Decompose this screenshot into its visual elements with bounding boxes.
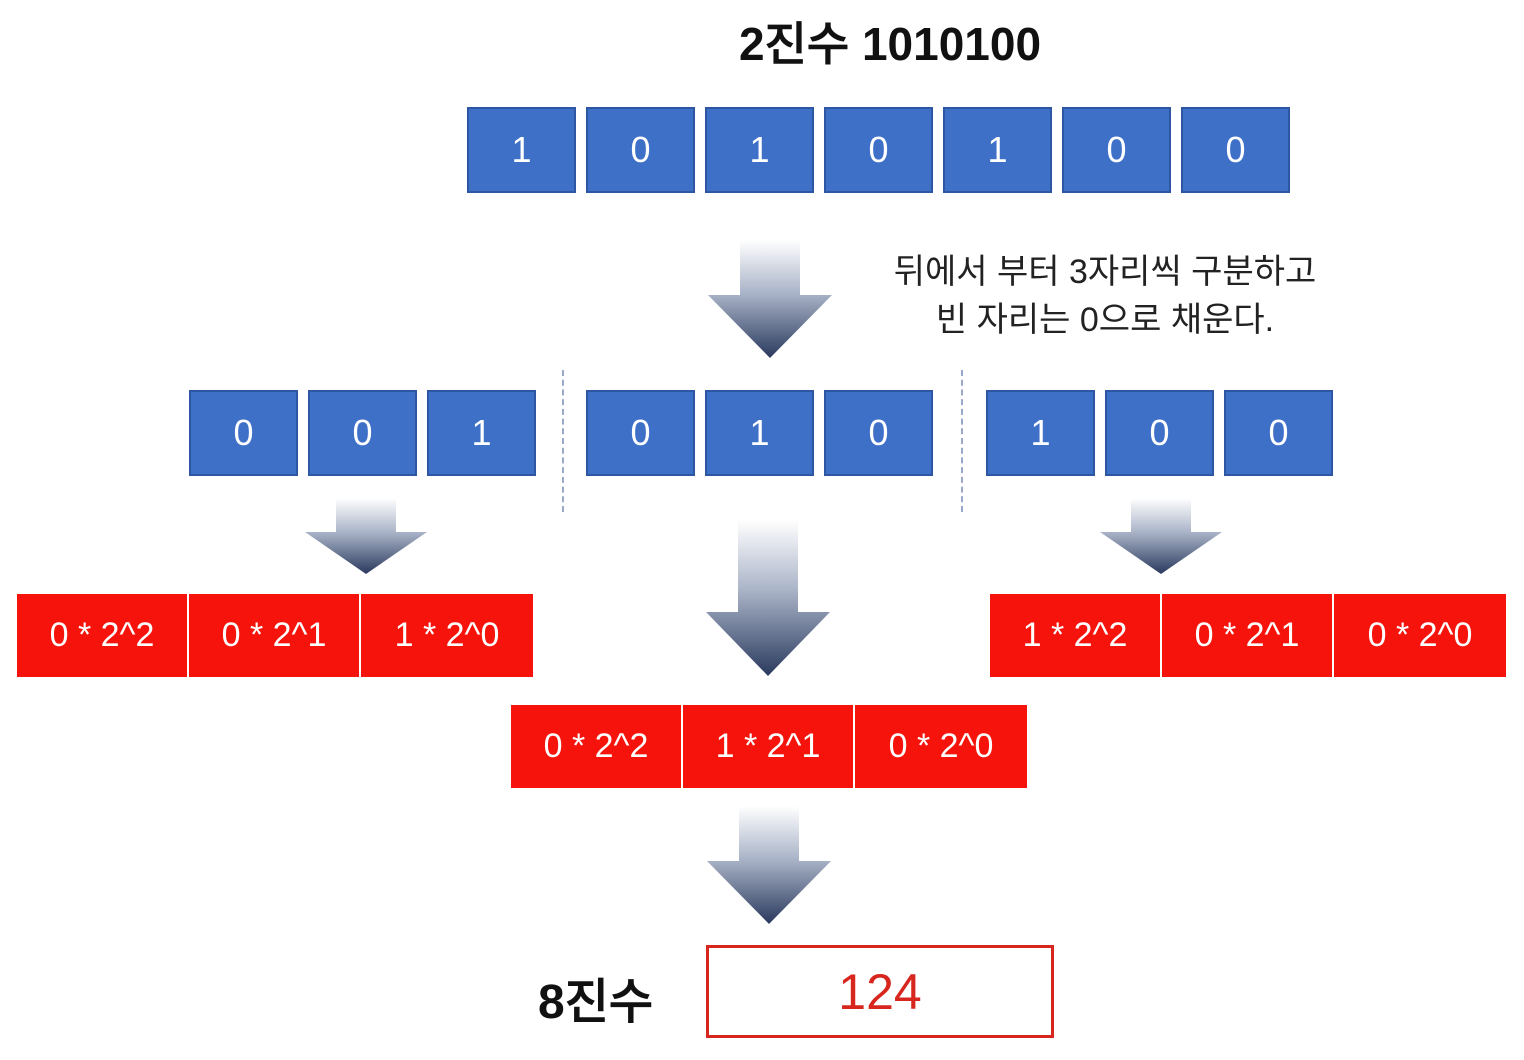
group-bit: 0 [189, 390, 298, 476]
group-bit: 1 [705, 390, 814, 476]
binary-bit: 1 [467, 107, 576, 193]
group-bit: 0 [586, 390, 695, 476]
group-3-bits: 1 0 0 [986, 390, 1333, 476]
group-1-bits: 0 0 1 [189, 390, 536, 476]
down-arrow-icon [1100, 498, 1222, 574]
group-divider [562, 370, 564, 512]
group-2-bits: 0 1 0 [586, 390, 933, 476]
group-bit: 1 [427, 390, 536, 476]
grouping-note-line-2: 빈 자리는 0으로 채운다. [935, 301, 1275, 339]
group-bit: 1 [986, 390, 1095, 476]
grouping-note-line-1: 뒤에서 부터 3자리씩 구분하고 [893, 253, 1317, 291]
group-1-terms: 0 * 2^2 0 * 2^1 1 * 2^0 [17, 594, 533, 677]
binary-bit: 1 [943, 107, 1052, 193]
grouping-note: 뒤에서 부터 3자리씩 구분하고 빈 자리는 0으로 채운다. [840, 248, 1370, 344]
group-2-terms: 0 * 2^2 1 * 2^1 0 * 2^0 [511, 705, 1027, 788]
binary-bit-row: 1 0 1 0 1 0 0 [467, 107, 1290, 193]
octal-result-box: 124 [706, 945, 1054, 1038]
group-bit: 0 [824, 390, 933, 476]
group-bit: 0 [1105, 390, 1214, 476]
power-term: 0 * 2^2 [511, 705, 683, 788]
power-term: 0 * 2^2 [17, 594, 189, 677]
binary-bit: 0 [824, 107, 933, 193]
octal-result-value: 124 [838, 963, 922, 1020]
binary-bit: 0 [1062, 107, 1171, 193]
power-term: 1 * 2^1 [683, 705, 855, 788]
power-term: 0 * 2^1 [1162, 594, 1334, 677]
diagram-title: 2진수 1010100 [738, 18, 1042, 70]
down-arrow-icon [305, 498, 427, 574]
power-term: 1 * 2^0 [361, 594, 533, 677]
power-term: 0 * 2^1 [189, 594, 361, 677]
octal-label: 8진수 [538, 976, 654, 1029]
binary-bit: 1 [705, 107, 814, 193]
group-bit: 0 [1224, 390, 1333, 476]
power-term: 1 * 2^2 [990, 594, 1162, 677]
binary-bit: 0 [586, 107, 695, 193]
down-arrow-icon [706, 520, 830, 676]
group-divider [961, 370, 963, 512]
power-term: 0 * 2^0 [855, 705, 1027, 788]
power-term: 0 * 2^0 [1334, 594, 1506, 677]
down-arrow-icon [707, 806, 831, 924]
group-bit: 0 [308, 390, 417, 476]
group-3-terms: 1 * 2^2 0 * 2^1 0 * 2^0 [990, 594, 1506, 677]
binary-bit: 0 [1181, 107, 1290, 193]
down-arrow-icon [708, 240, 832, 358]
